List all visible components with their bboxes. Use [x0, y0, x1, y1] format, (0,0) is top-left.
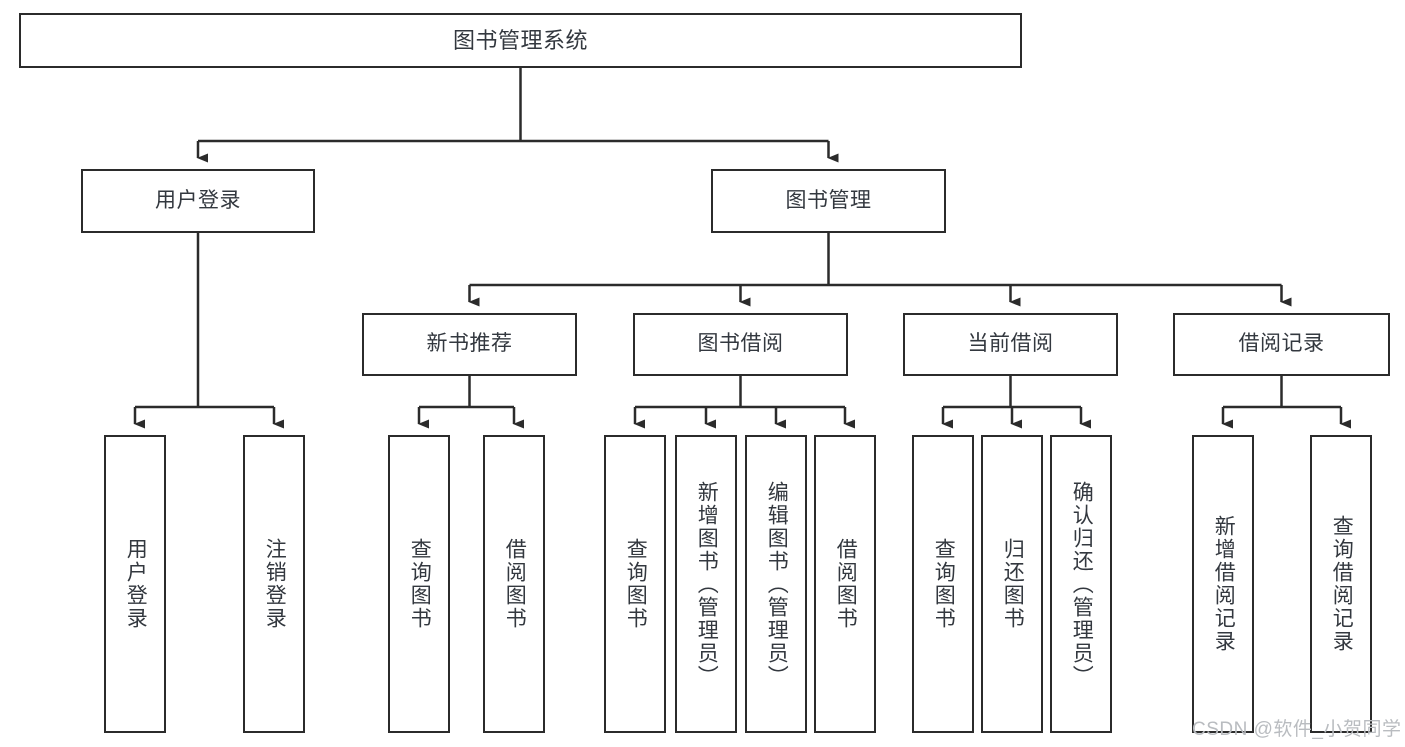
- node-label: 归还图书: [1001, 538, 1025, 630]
- node-current[interactable]: 当前借阅: [903, 313, 1118, 376]
- node-l-addbook[interactable]: 新增图书（管理员）: [675, 435, 737, 733]
- node-l-addrec[interactable]: 新增借阅记录: [1192, 435, 1254, 733]
- node-login[interactable]: 用户登录: [81, 169, 315, 233]
- node-label: 新增图书（管理员）: [695, 480, 719, 688]
- node-l-login[interactable]: 用户登录: [104, 435, 166, 733]
- node-l-qrec[interactable]: 查询借阅记录: [1310, 435, 1372, 733]
- node-label: 查询图书: [932, 538, 956, 630]
- node-label: 图书管理: [785, 188, 872, 212]
- node-root[interactable]: 图书管理系统: [19, 13, 1022, 68]
- node-l-qbook3[interactable]: 查询图书: [912, 435, 974, 733]
- node-newbook[interactable]: 新书推荐: [362, 313, 577, 376]
- node-label: 注销登录: [263, 538, 287, 630]
- node-label: 编辑图书（管理员）: [765, 480, 789, 688]
- node-label: 借阅图书: [834, 538, 858, 630]
- node-l-qbook1[interactable]: 查询图书: [388, 435, 450, 733]
- node-label: 用户登录: [155, 188, 241, 212]
- node-label: 新增借阅记录: [1212, 515, 1236, 653]
- node-label: 图书借阅: [697, 332, 784, 356]
- node-label: 借阅记录: [1238, 332, 1325, 356]
- node-records[interactable]: 借阅记录: [1173, 313, 1390, 376]
- node-label: 查询图书: [624, 538, 648, 630]
- node-l-qbook2[interactable]: 查询图书: [604, 435, 666, 733]
- node-bookmgmt[interactable]: 图书管理: [711, 169, 946, 233]
- node-l-bbook1[interactable]: 借阅图书: [483, 435, 545, 733]
- node-label: 新书推荐: [426, 332, 513, 356]
- node-label: 查询借阅记录: [1330, 515, 1354, 653]
- node-label: 用户登录: [124, 538, 148, 630]
- node-l-editbook[interactable]: 编辑图书（管理员）: [745, 435, 807, 733]
- node-borrow[interactable]: 图书借阅: [633, 313, 848, 376]
- node-label: 借阅图书: [503, 538, 527, 630]
- node-label: 确认归还（管理员）: [1070, 480, 1094, 688]
- node-label: 查询图书: [408, 538, 432, 630]
- node-l-return[interactable]: 归还图书: [981, 435, 1043, 733]
- watermark: CSDN @软件_小贺同学: [1192, 719, 1402, 740]
- node-l-confirm[interactable]: 确认归还（管理员）: [1050, 435, 1112, 733]
- node-label: 图书管理系统: [452, 27, 588, 53]
- node-l-bbook2[interactable]: 借阅图书: [814, 435, 876, 733]
- node-label: 当前借阅: [967, 332, 1054, 356]
- node-l-logout[interactable]: 注销登录: [243, 435, 305, 733]
